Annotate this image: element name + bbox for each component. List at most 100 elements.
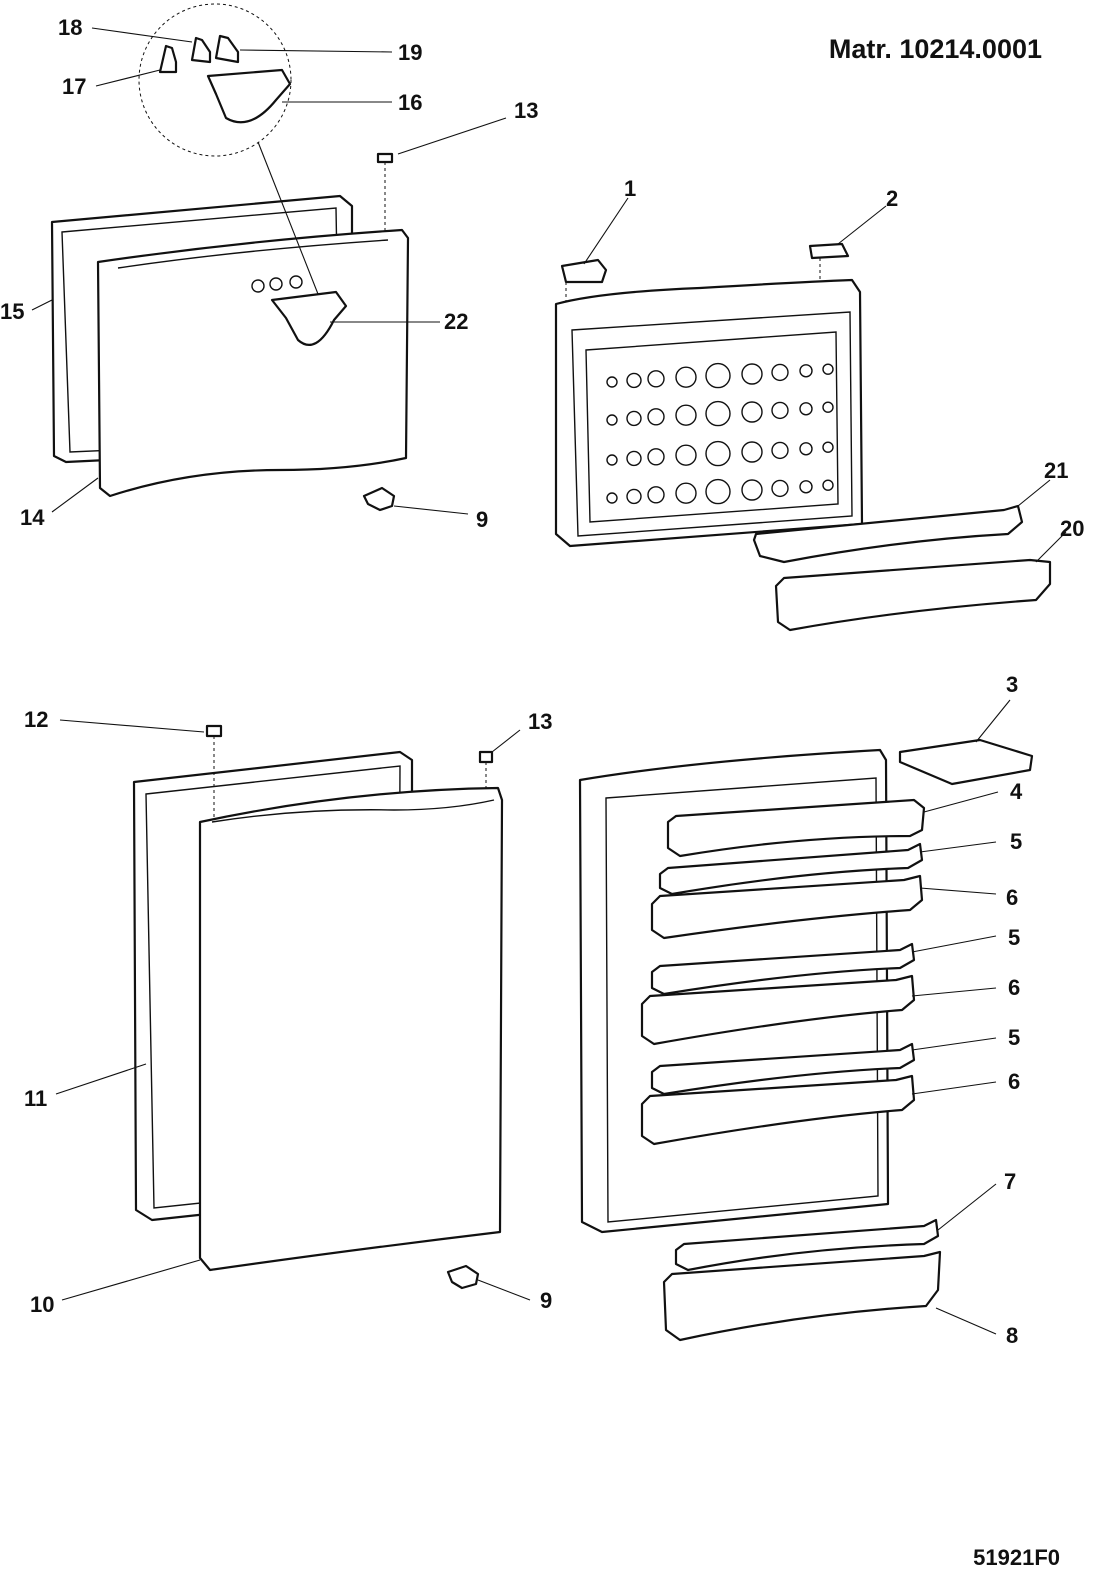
handle-part-16: [206, 68, 292, 124]
handle-part-22: [270, 290, 348, 346]
callout-6-3: 6: [1008, 1069, 1020, 1094]
panel-hole: [822, 479, 834, 491]
callout-6-2: 6: [1008, 975, 1020, 1000]
callout-9-top: 9: [476, 507, 488, 532]
panel-hole: [771, 441, 789, 460]
panel-hole: [647, 370, 665, 388]
freezer-door-group: [31, 3, 507, 515]
hinge-pin-13b: [478, 750, 494, 764]
panel-hole: [822, 441, 834, 453]
callout-12: 12: [24, 707, 48, 732]
freezer-inner-panel-group: [554, 197, 1067, 632]
panel-hole: [799, 364, 813, 378]
panel-hole: [705, 362, 731, 389]
clip-part-19: [214, 34, 240, 64]
cover-part-2: [808, 242, 850, 260]
callout-19: 19: [398, 40, 422, 65]
shelf-part-20: [774, 558, 1052, 632]
callout-1: 1: [624, 176, 636, 201]
callout-18: 18: [58, 15, 82, 40]
egg-tray-3: [898, 738, 1034, 786]
callout-20: 20: [1060, 516, 1084, 541]
clip-part-17: [158, 44, 178, 74]
panel-hole: [771, 363, 789, 382]
callout-6-1: 6: [1006, 885, 1018, 910]
shelf-part-21: [752, 504, 1024, 564]
callout-22: 22: [444, 309, 468, 334]
clip-part-18: [190, 36, 212, 64]
callout-17: 17: [62, 74, 86, 99]
panel-hole: [606, 376, 618, 388]
bin-part-5b: [650, 942, 916, 996]
hinge-pin-12: [205, 724, 223, 738]
material-number: Matr. 10214.0001: [829, 34, 1042, 64]
fridge-door-group: [55, 719, 531, 1301]
callout-13-top: 13: [514, 98, 538, 123]
panel-hole: [675, 404, 697, 426]
panel-hole: [626, 410, 642, 427]
callout-5-2: 5: [1008, 925, 1020, 950]
panel-hole: [626, 450, 642, 467]
callout-2: 2: [886, 186, 898, 211]
bin-part-6b: [640, 974, 916, 1046]
bin-part-7: [674, 1218, 940, 1272]
panel-hole: [675, 366, 697, 388]
callout-5-3: 5: [1008, 1025, 1020, 1050]
callout-labels: 18 17 19 16 13 15 22 14 9 1 2 21 20 12 1…: [0, 15, 1084, 1348]
callout-5-1: 5: [1010, 829, 1022, 854]
panel-hole: [741, 441, 763, 463]
drawing-code: 51921F0: [973, 1545, 1060, 1570]
panel-hole: [606, 454, 618, 466]
panel-hole: [822, 363, 834, 375]
panel-hole: [647, 408, 665, 426]
callout-3: 3: [1006, 672, 1018, 697]
panel-hole: [675, 482, 697, 504]
panel-hole: [647, 486, 665, 504]
panel-hole: [799, 402, 813, 416]
panel-hole: [741, 479, 763, 501]
panel-hole: [799, 480, 813, 494]
panel-hole: [626, 372, 642, 389]
detail-circle: [138, 3, 292, 157]
callout-9-bottom: 9: [540, 1288, 552, 1313]
panel-hole: [771, 479, 789, 498]
panel-hole: [822, 401, 834, 413]
callout-14: 14: [20, 505, 45, 530]
panel-hole: [741, 401, 763, 423]
panel-hole: [626, 488, 642, 505]
panel-hole: [705, 440, 731, 467]
callout-10: 10: [30, 1292, 54, 1317]
panel-hole: [799, 442, 813, 456]
hinge-pin-13a: [376, 152, 394, 164]
freezer-panel-holes: [606, 362, 834, 505]
panel-hole: [705, 400, 731, 427]
callout-21: 21: [1044, 458, 1068, 483]
bin-part-4: [666, 798, 926, 858]
bin-part-6a: [650, 874, 924, 940]
callout-7: 7: [1004, 1169, 1016, 1194]
panel-hole: [771, 401, 789, 420]
callout-13-bottom: 13: [528, 709, 552, 734]
callout-4: 4: [1010, 779, 1023, 804]
panel-hole: [705, 478, 731, 505]
panel-hole: [675, 444, 697, 466]
hinge-bracket-9b: [446, 1264, 480, 1290]
callout-15: 15: [0, 299, 24, 324]
bin-part-5c: [650, 1042, 916, 1096]
bin-part-6c: [640, 1074, 916, 1146]
panel-hole: [606, 414, 618, 426]
fridge-liner-group: [578, 699, 1034, 1342]
hinge-bracket-9a: [362, 486, 396, 512]
fridge-door-10: [198, 786, 504, 1272]
callout-16: 16: [398, 90, 422, 115]
panel-hole: [741, 363, 763, 385]
panel-hole: [606, 492, 618, 504]
cover-part-1: [560, 258, 608, 284]
bin-part-8: [662, 1250, 942, 1342]
callout-11: 11: [24, 1086, 47, 1111]
panel-hole: [647, 448, 665, 466]
bin-part-5a: [658, 842, 924, 896]
freezer-door-14: [96, 228, 410, 498]
callout-8: 8: [1006, 1323, 1018, 1348]
